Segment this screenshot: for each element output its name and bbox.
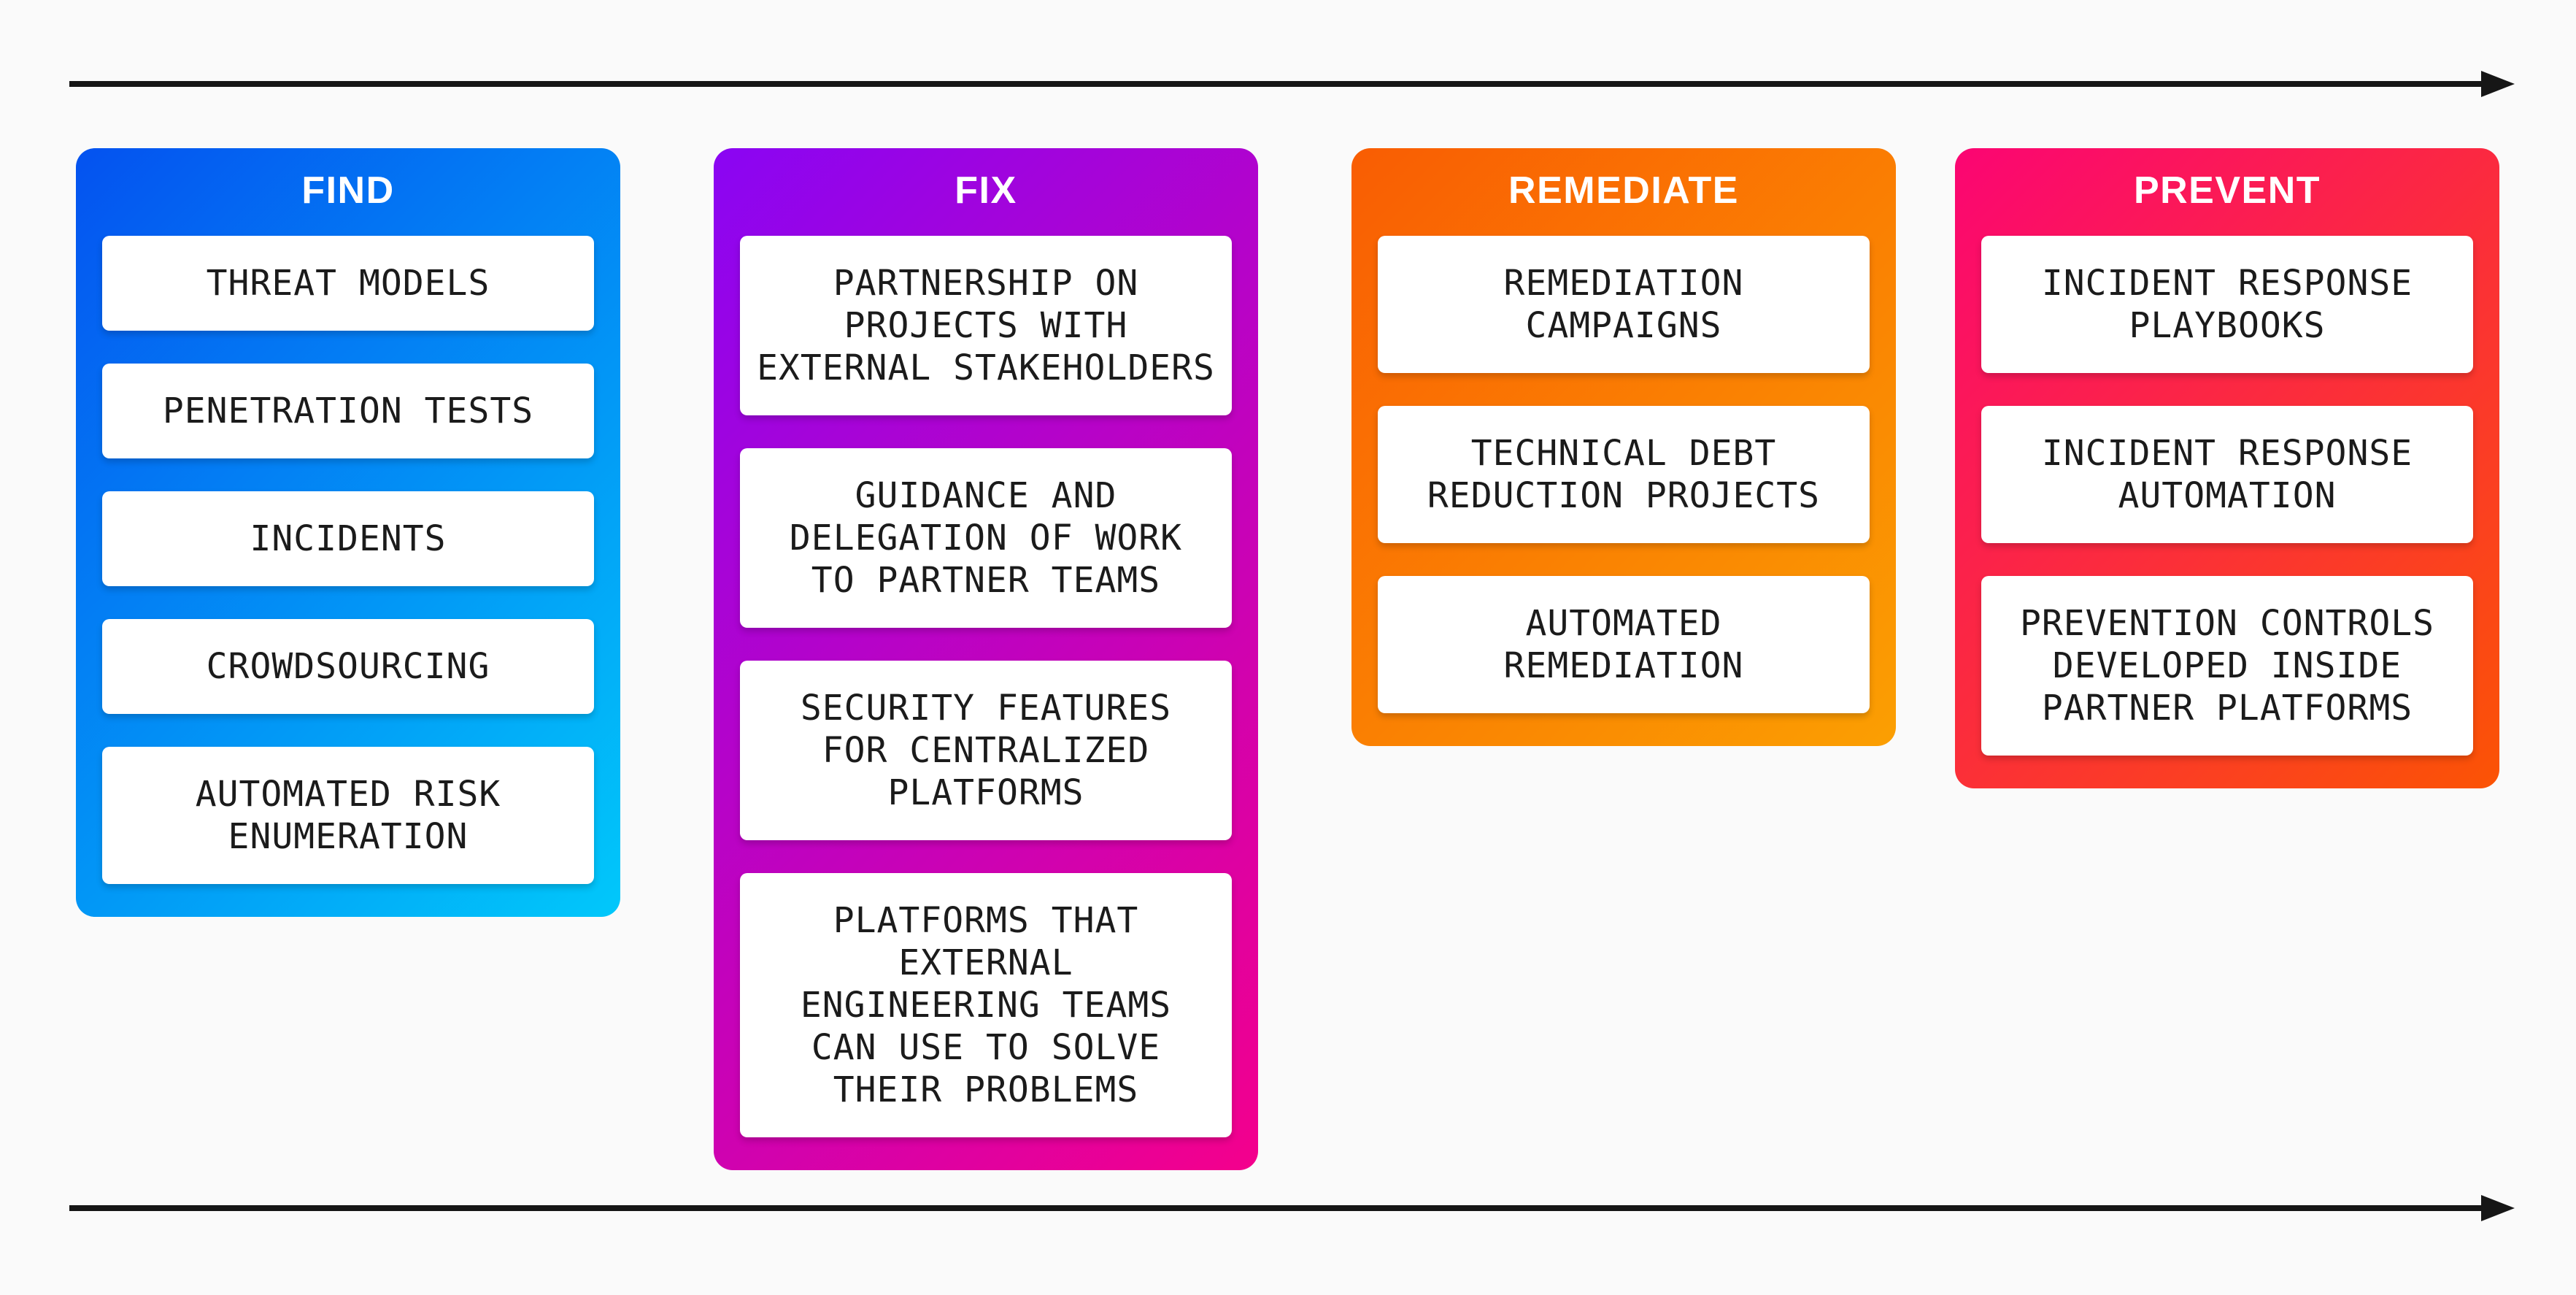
card: PLATFORMS THAT EXTERNAL ENGINEERING TEAM… [740,873,1232,1137]
card-list: PARTNERSHIP ON PROJECTS WITH EXTERNAL ST… [740,236,1232,1137]
card: GUIDANCE AND DELEGATION OF WORK TO PARTN… [740,448,1232,628]
card-label: PARTNERSHIP ON PROJECTS WITH EXTERNAL ST… [757,263,1215,388]
card: CROWDSOURCING [102,619,594,714]
card: TECHNICAL DEBT REDUCTION PROJECTS [1378,406,1870,543]
card-label: PREVENTION CONTROLS DEVELOPED INSIDE PAR… [2019,603,2435,729]
card: PARTNERSHIP ON PROJECTS WITH EXTERNAL ST… [740,236,1232,415]
card-list: REMEDIATION CAMPAIGNS TECHNICAL DEBT RED… [1378,236,1870,713]
card: PENETRATION TESTS [102,364,594,458]
card-label: INCIDENT RESPONSE PLAYBOOKS [2041,263,2413,346]
card-label: THREAT MODELS [206,263,490,304]
workflow-column-remediate: REMEDIATE REMEDIATION CAMPAIGNS TECHNICA… [1351,148,1896,746]
card: INCIDENTS [102,491,594,586]
card: AUTOMATED REMEDIATION [1378,576,1870,713]
timeline-arrow-top [69,71,2515,97]
card: AUTOMATED RISK ENUMERATION [102,747,594,884]
workflow-column-find: FIND THREAT MODELS PENETRATION TESTS INC… [76,148,620,917]
card: INCIDENT RESPONSE AUTOMATION [1981,406,2473,543]
card-label: INCIDENT RESPONSE AUTOMATION [2041,433,2413,516]
card-list: THREAT MODELS PENETRATION TESTS INCIDENT… [102,236,594,884]
timeline-arrow-bottom [69,1195,2515,1221]
card: THREAT MODELS [102,236,594,331]
card-label: SECURITY FEATURES FOR CENTRALIZED PLATFO… [800,688,1172,813]
card-label: PENETRATION TESTS [162,391,534,431]
card: REMEDIATION CAMPAIGNS [1378,236,1870,373]
card-label: PLATFORMS THAT EXTERNAL ENGINEERING TEAM… [800,900,1172,1110]
card: INCIDENT RESPONSE PLAYBOOKS [1981,236,2473,373]
column-title: PREVENT [2133,169,2321,212]
card-label: CROWDSOURCING [206,646,490,687]
card: SECURITY FEATURES FOR CENTRALIZED PLATFO… [740,661,1232,840]
card-label: TECHNICAL DEBT REDUCTION PROJECTS [1427,433,1821,516]
card-label: INCIDENTS [250,518,447,559]
card-label: REMEDIATION CAMPAIGNS [1503,263,1744,346]
card-list: INCIDENT RESPONSE PLAYBOOKS INCIDENT RES… [1981,236,2473,756]
workflow-column-fix: FIX PARTNERSHIP ON PROJECTS WITH EXTERNA… [714,148,1258,1170]
column-title: REMEDIATE [1508,169,1739,212]
column-title: FIND [301,169,395,212]
card-label: GUIDANCE AND DELEGATION OF WORK TO PARTN… [789,475,1183,601]
workflow-column-prevent: PREVENT INCIDENT RESPONSE PLAYBOOKS INCI… [1955,148,2499,788]
card: PREVENTION CONTROLS DEVELOPED INSIDE PAR… [1981,576,2473,756]
card-label: AUTOMATED REMEDIATION [1503,603,1744,686]
card-label: AUTOMATED RISK ENUMERATION [195,774,501,857]
column-title: FIX [955,169,1017,212]
